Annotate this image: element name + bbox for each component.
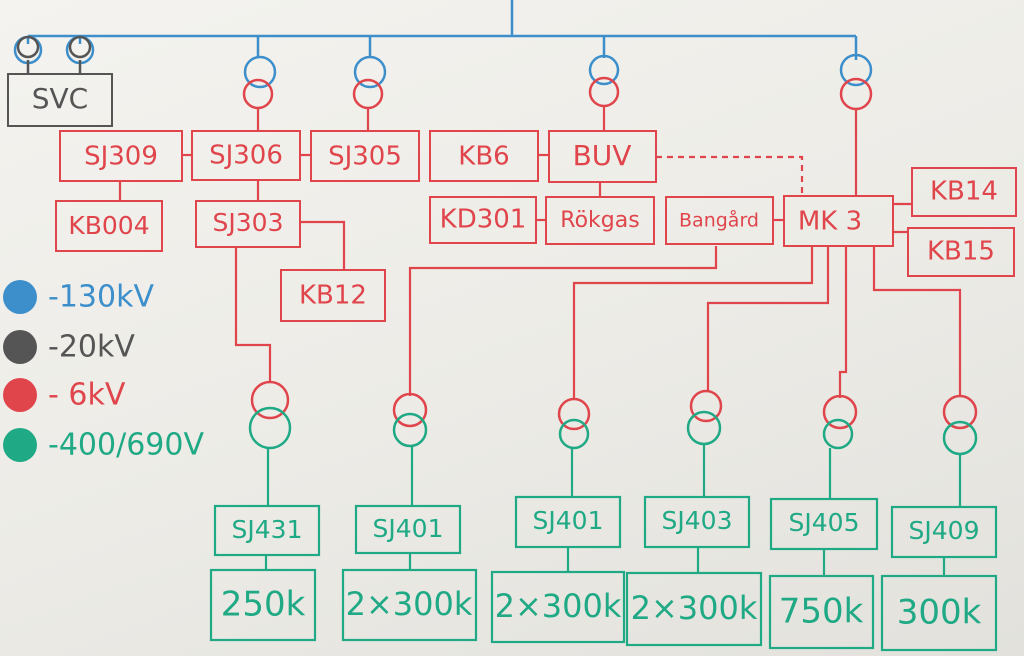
box-load-1-substation xyxy=(213,504,321,557)
box-sj309 xyxy=(59,130,183,182)
box-load-3-rating xyxy=(490,570,626,644)
box-kb004 xyxy=(55,200,163,252)
network-400v xyxy=(264,444,962,576)
legend-text-130kv: -130kV xyxy=(48,280,154,315)
box-sj303 xyxy=(195,200,301,248)
box-sj306 xyxy=(191,130,301,181)
label-sj309: SJ309 xyxy=(84,142,158,172)
legend-dot-20kv xyxy=(3,330,37,364)
load-1-substation: SJ431 xyxy=(232,515,303,544)
box-load-1-rating xyxy=(209,568,317,642)
box-kd301 xyxy=(429,196,537,244)
label-kb12: KB12 xyxy=(299,281,367,311)
label-sj306: SJ306 xyxy=(209,141,283,171)
svc-box xyxy=(7,73,113,127)
label-sj303: SJ303 xyxy=(213,208,284,237)
box-load-2-substation xyxy=(354,504,462,555)
distribution-transformers xyxy=(248,380,978,456)
load-2-substation: SJ401 xyxy=(373,514,444,543)
box-load-3-substation xyxy=(514,495,622,549)
box-kb12 xyxy=(280,269,386,322)
boxes-400v xyxy=(209,495,998,652)
label-kb6: KB6 xyxy=(458,142,509,172)
box-kb15 xyxy=(907,227,1015,277)
box-load-5-substation xyxy=(769,497,879,551)
box-load-5-rating xyxy=(768,574,875,650)
label-kb15: KB15 xyxy=(927,237,995,267)
box-load-6-substation xyxy=(890,505,998,559)
load-3-substation: SJ401 xyxy=(533,506,604,535)
box-load-6-rating xyxy=(880,574,998,652)
box-load-4-rating xyxy=(625,571,763,647)
label-kd301: KD301 xyxy=(440,205,527,235)
label-rokgas: Rökgas xyxy=(560,208,639,233)
label-buv: BUV xyxy=(573,139,632,172)
bus-130kv xyxy=(26,0,858,60)
labels-6kv: SJ309 SJ306 SJ305 KB6 BUV KB004 SJ303 KD… xyxy=(68,139,998,311)
legend-text-6kv: - 6kV xyxy=(48,378,126,413)
box-sj305 xyxy=(310,130,420,182)
legend-text-400v: -400/690V xyxy=(48,428,204,463)
main-transformers xyxy=(242,53,873,111)
box-rokgas xyxy=(545,196,655,245)
legend-dot-400v xyxy=(3,428,37,462)
load-6-rating: 300k xyxy=(897,593,982,633)
labels-400v: SJ431 SJ401 SJ401 SJ403 SJ405 SJ409 250k… xyxy=(221,506,982,633)
load-1-rating: 250k xyxy=(221,585,306,625)
legend: -130kV -20kV - 6kV -400/690V xyxy=(3,280,204,463)
load-5-substation: SJ405 xyxy=(789,508,860,537)
load-5-rating: 750k xyxy=(779,592,864,632)
network-6kv xyxy=(118,106,962,400)
load-4-substation: SJ403 xyxy=(662,506,733,535)
label-mk3: MK 3 xyxy=(798,207,862,237)
box-kb14 xyxy=(911,167,1017,217)
label-sj305: SJ305 xyxy=(328,142,402,172)
box-load-2-rating xyxy=(341,568,478,642)
legend-text-20kv: -20kV xyxy=(48,330,135,365)
svc-label: SVC xyxy=(32,82,88,115)
load-6-substation: SJ409 xyxy=(909,516,980,545)
boxes-6kv xyxy=(55,130,1017,322)
box-kb6 xyxy=(429,130,539,182)
box-mk3 xyxy=(783,195,894,247)
label-kb14: KB14 xyxy=(930,177,998,207)
legend-dot-130kv xyxy=(3,280,37,314)
load-3-rating: 2×300k xyxy=(495,587,622,625)
box-buv xyxy=(548,130,657,183)
legend-dot-6kv xyxy=(3,378,37,412)
svc-transformers xyxy=(13,35,95,74)
box-bangard xyxy=(665,196,774,245)
label-kb004: KB004 xyxy=(68,211,149,240)
load-4-rating: 2×300k xyxy=(631,589,758,627)
load-2-rating: 2×300k xyxy=(346,585,473,623)
box-load-4-substation xyxy=(643,495,751,549)
label-bangard: Bangård xyxy=(679,209,759,232)
